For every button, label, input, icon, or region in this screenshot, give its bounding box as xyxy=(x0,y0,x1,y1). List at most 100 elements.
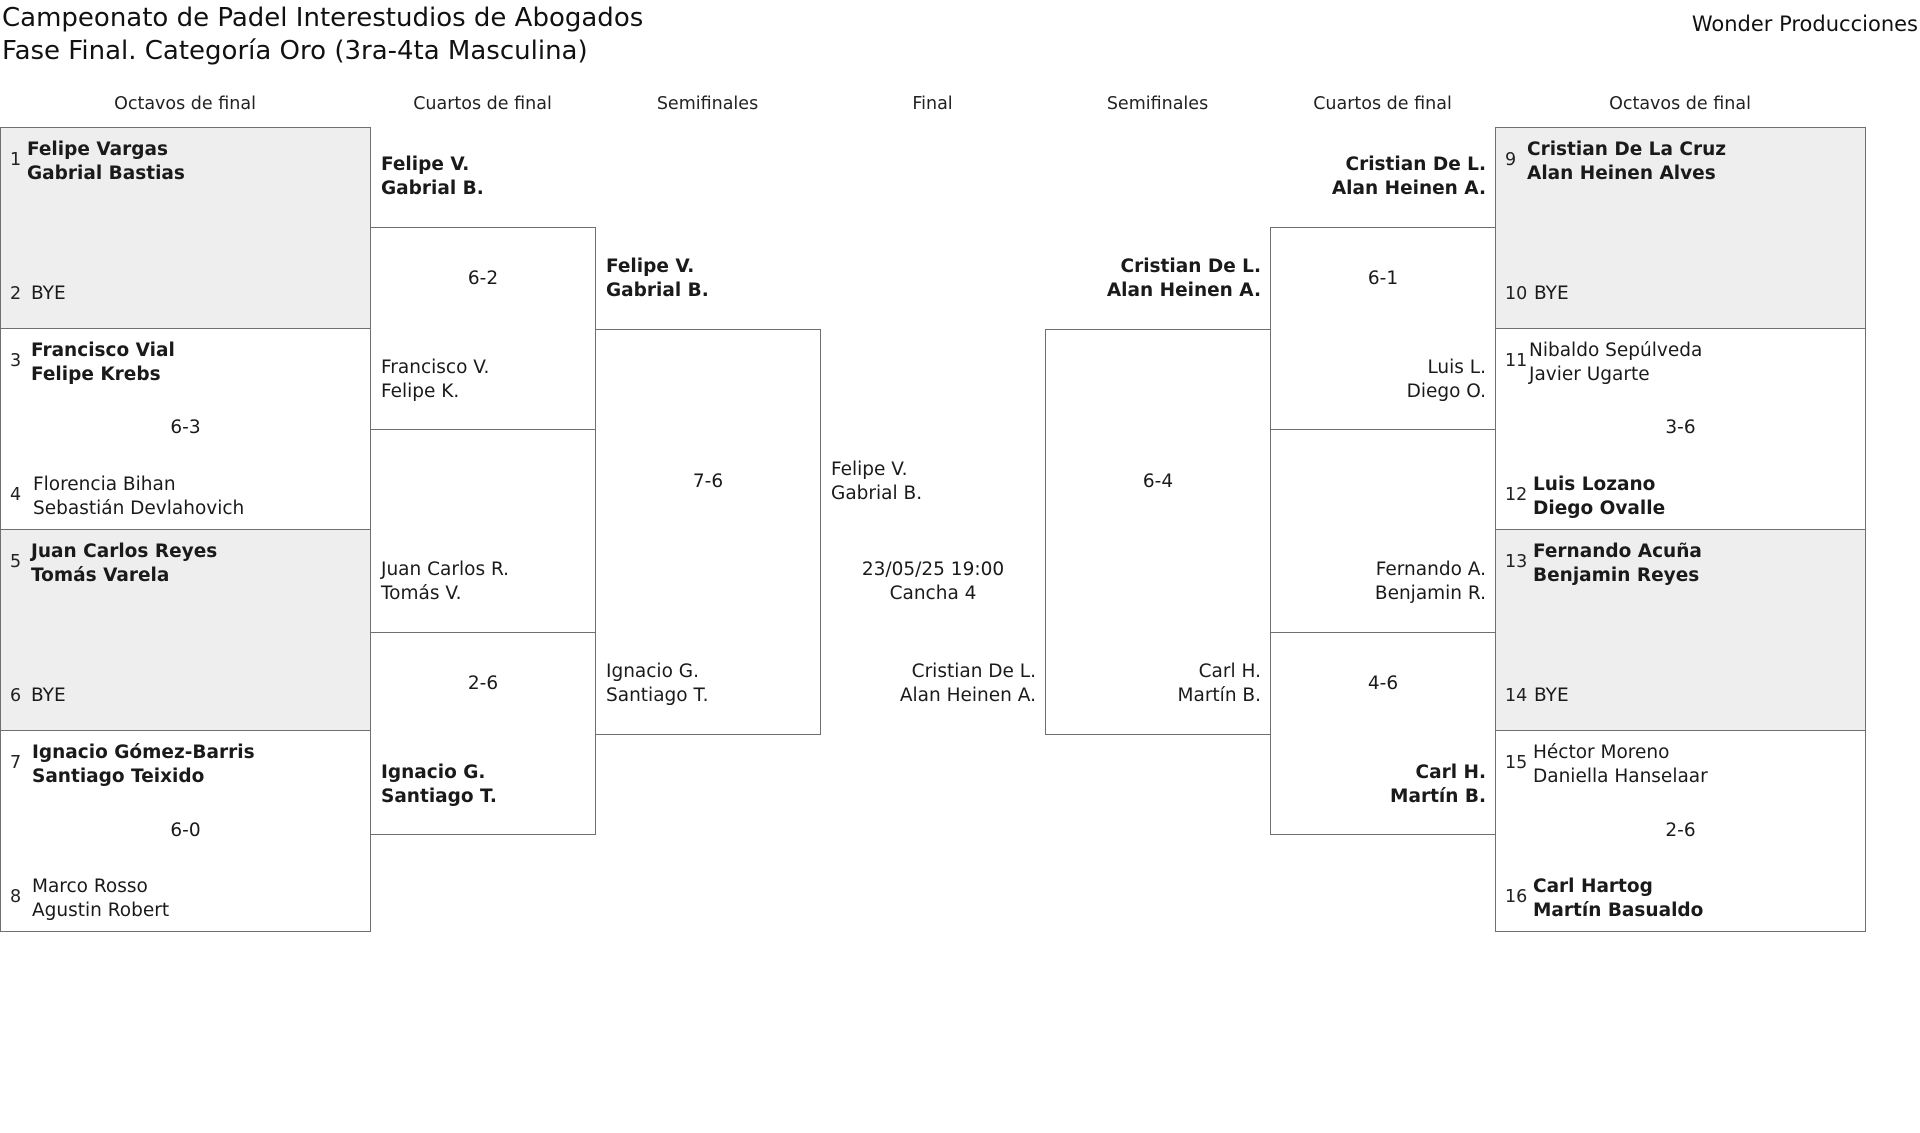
seed-number: 10 xyxy=(1505,284,1528,304)
player-name: Gabrial Bastias xyxy=(27,162,185,184)
player-name: Felipe Krebs xyxy=(31,363,161,385)
player-name: Luis Lozano xyxy=(1533,474,1656,495)
player-name: Martín B. xyxy=(1177,684,1261,706)
player-name: Santiago T. xyxy=(381,785,497,807)
player-name: Francisco V. xyxy=(381,357,490,378)
match-semis-right xyxy=(1045,329,1271,735)
team-names: Cristian De L. Alan Heinen A. xyxy=(1270,153,1486,200)
player-name: Ignacio G. xyxy=(606,661,699,682)
match-score: 6-1 xyxy=(1367,268,1399,289)
player-name: Ignacio G. xyxy=(381,762,486,783)
team-names: Juan Carlos Reyes Tomás Varela xyxy=(31,540,217,587)
team-names: Luis Lozano Diego Ovalle xyxy=(1533,473,1665,520)
final-team-b: Cristian De L. Alan Heinen A. xyxy=(820,660,1036,707)
seed-number: 16 xyxy=(1505,887,1528,907)
match-score: 6-3 xyxy=(170,417,201,438)
team-names: Ignacio G. Santiago T. xyxy=(381,761,497,808)
player-name: Fernando Acuña xyxy=(1533,541,1702,562)
match-score: 3-6 xyxy=(1665,417,1696,438)
match-octavos-right-1 xyxy=(1495,127,1866,329)
round-header-left-semis: Semifinales xyxy=(656,94,759,114)
team-names: Fernando Acuña Benjamin Reyes xyxy=(1533,540,1702,587)
seed-number: 14 xyxy=(1505,686,1528,706)
team-names: Héctor Moreno Daniella Hanselaar xyxy=(1533,741,1708,788)
player-name: Gabrial B. xyxy=(381,177,484,199)
player-name: Luis L. xyxy=(1427,357,1486,378)
organizer-name: Wonder Producciones xyxy=(1691,12,1918,36)
team-names: Luis L. Diego O. xyxy=(1270,356,1486,403)
final-team-a: Felipe V. Gabrial B. xyxy=(831,458,922,505)
match-octavos-right-4 xyxy=(1495,730,1866,932)
seed-number: 13 xyxy=(1505,552,1528,572)
match-score: 2-6 xyxy=(1665,820,1696,841)
title-line-2: Fase Final. Categoría Oro (3ra-4ta Mascu… xyxy=(2,36,588,66)
player-name: Alan Heinen Alves xyxy=(1527,162,1716,184)
match-octavos-right-3 xyxy=(1495,529,1866,731)
team-names: BYE xyxy=(31,684,66,708)
player-name: Cristian De La Cruz xyxy=(1527,139,1727,160)
seed-number: 11 xyxy=(1505,351,1528,371)
player-name: Santiago T. xyxy=(606,684,709,706)
seed-number: 5 xyxy=(10,552,22,572)
final-schedule: 23/05/25 19:00 Cancha 4 xyxy=(861,559,1005,604)
round-header-right-octavos: Octavos de final xyxy=(1609,94,1751,114)
team-names: BYE xyxy=(31,282,66,306)
round-header-left-cuartos: Cuartos de final xyxy=(413,94,552,114)
player-name: Cristian De L. xyxy=(1345,154,1487,175)
player-name: Héctor Moreno xyxy=(1533,742,1670,763)
seed-number: 12 xyxy=(1505,485,1528,505)
player-name: Daniella Hanselaar xyxy=(1533,765,1708,787)
team-names: Florencia Bihan Sebastián Devlahovich xyxy=(33,473,244,520)
player-name: Tomás Varela xyxy=(31,564,170,586)
player-name: Alan Heinen A. xyxy=(1331,177,1486,199)
match-score: 6-2 xyxy=(467,268,499,289)
player-name: Santiago Teixido xyxy=(32,765,205,787)
seed-number: 15 xyxy=(1505,753,1528,773)
team-names: BYE xyxy=(1534,282,1569,306)
player-name: Carl H. xyxy=(1415,762,1486,783)
seed-number: 3 xyxy=(10,351,22,371)
player-name: BYE xyxy=(31,283,66,304)
match-octavos-left-2 xyxy=(0,328,371,530)
team-names: Felipe Vargas Gabrial Bastias xyxy=(27,138,185,185)
team-names: Marco Rosso Agustin Robert xyxy=(32,875,169,922)
match-score: 4-6 xyxy=(1367,673,1399,694)
team-names: Cristian De La Cruz Alan Heinen Alves xyxy=(1527,138,1726,185)
player-name: Cristian De L. xyxy=(1120,256,1262,277)
team-names: Carl Hartog Martín Basualdo xyxy=(1533,875,1703,922)
player-name: Ignacio Gómez-Barris xyxy=(32,742,255,763)
round-header-left-octavos: Octavos de final xyxy=(114,94,256,114)
team-names: Carl H. Martín B. xyxy=(1270,761,1486,808)
player-name: Diego O. xyxy=(1406,380,1486,402)
team-names: Juan Carlos R. Tomás V. xyxy=(381,558,509,605)
player-name: Felipe V. xyxy=(831,459,908,480)
player-name: Carl H. xyxy=(1198,661,1261,682)
match-octavos-left-1 xyxy=(0,127,371,329)
player-name: Fernando A. xyxy=(1375,559,1486,580)
player-name: Cristian De L. xyxy=(911,661,1036,682)
match-octavos-right-2 xyxy=(1495,328,1866,530)
player-name: Juan Carlos R. xyxy=(381,559,510,580)
match-cuartos-left-1 xyxy=(370,227,596,430)
match-score: 6-0 xyxy=(170,820,201,841)
match-score: 6-4 xyxy=(1142,471,1174,492)
seed-number: 1 xyxy=(10,150,22,170)
seed-number: 6 xyxy=(10,686,22,706)
team-names: BYE xyxy=(1534,684,1569,708)
player-name: Alan Heinen A. xyxy=(899,684,1036,706)
player-name: Nibaldo Sepúlveda xyxy=(1529,340,1703,361)
match-score: 7-6 xyxy=(692,471,724,492)
player-name: Marco Rosso xyxy=(32,876,148,897)
round-header-right-semis: Semifinales xyxy=(1106,94,1209,114)
team-names: Felipe V. Gabrial B. xyxy=(606,255,709,302)
player-name: Javier Ugarte xyxy=(1529,363,1650,385)
player-name: Martín B. xyxy=(1390,785,1486,807)
player-name: Carl Hartog xyxy=(1533,876,1653,897)
player-name: Gabrial B. xyxy=(831,482,923,504)
player-name: BYE xyxy=(1534,685,1569,706)
team-names: Ignacio G. Santiago T. xyxy=(606,660,708,707)
player-name: BYE xyxy=(1534,283,1569,304)
team-names: Fernando A. Benjamin R. xyxy=(1270,558,1486,605)
player-name: Benjamin Reyes xyxy=(1533,564,1700,586)
player-name: Tomás V. xyxy=(381,582,462,604)
